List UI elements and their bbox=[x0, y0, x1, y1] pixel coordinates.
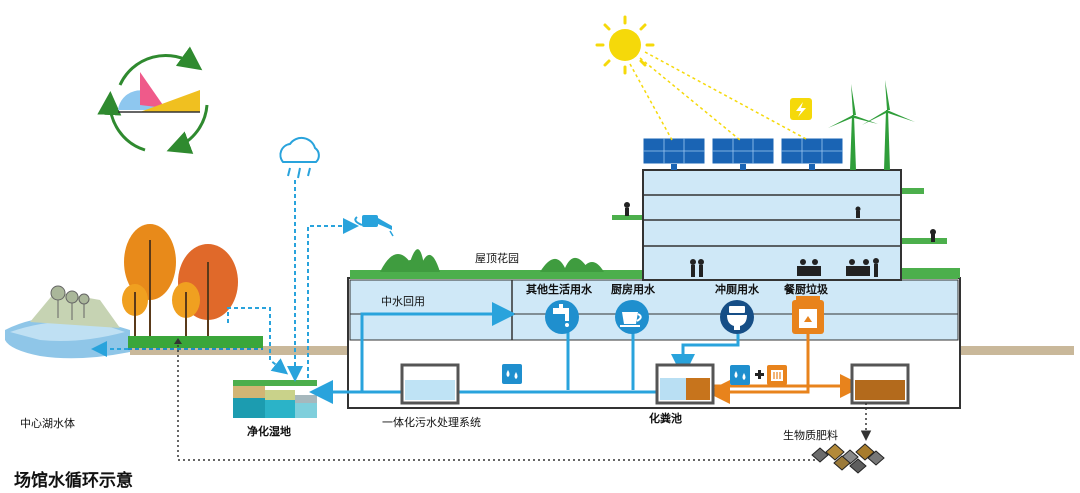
plus-icon bbox=[755, 370, 764, 379]
sun-icon bbox=[595, 15, 655, 75]
page-title: 场馆水循环示意 bbox=[14, 471, 133, 490]
wetland bbox=[233, 380, 317, 418]
solar-panel-icon bbox=[642, 137, 844, 170]
label-wetland: 净化湿地 bbox=[247, 426, 291, 438]
watering-can-icon bbox=[354, 215, 392, 230]
people bbox=[624, 202, 936, 277]
floor-level-1 bbox=[349, 279, 959, 315]
label-roof-garden: 屋顶花园 bbox=[475, 253, 519, 265]
label-domestic: 其他生活用水 bbox=[526, 284, 592, 296]
label-lake: 中心湖水体 bbox=[20, 418, 75, 430]
label-treatment: 一体化污水处理系统 bbox=[382, 417, 481, 429]
label-fertilizer: 生物质肥料 bbox=[783, 430, 838, 442]
compost-tank bbox=[850, 363, 910, 405]
wind-turbine-icon bbox=[828, 80, 915, 170]
lightning-icon bbox=[790, 98, 812, 120]
label-septic: 化粪池 bbox=[649, 413, 682, 425]
lawn bbox=[128, 336, 263, 348]
label-reclaimed: 中水回用 bbox=[381, 296, 425, 308]
cycle-icon bbox=[97, 46, 209, 154]
rain-cloud-icon bbox=[279, 136, 320, 179]
septic-tank bbox=[655, 363, 715, 405]
tower bbox=[642, 169, 902, 281]
trash-bin-icon bbox=[792, 296, 824, 334]
toilet-icon bbox=[720, 300, 754, 334]
coffee-cup-icon bbox=[615, 300, 649, 334]
label-flush: 冲厕用水 bbox=[715, 284, 759, 296]
trees bbox=[122, 224, 238, 345]
fertilizer-pile bbox=[811, 443, 885, 474]
trash-bin-icon bbox=[767, 365, 787, 385]
water-drops-icon bbox=[502, 364, 750, 385]
label-kitchen: 厨房用水 bbox=[611, 284, 655, 296]
lake bbox=[5, 285, 130, 359]
roof-plants bbox=[380, 249, 604, 272]
floor-level-2 bbox=[349, 313, 959, 341]
label-kitchen-waste: 餐厨垃圾 bbox=[784, 284, 828, 296]
treatment-tank bbox=[400, 363, 460, 405]
faucet-icon bbox=[545, 300, 579, 334]
